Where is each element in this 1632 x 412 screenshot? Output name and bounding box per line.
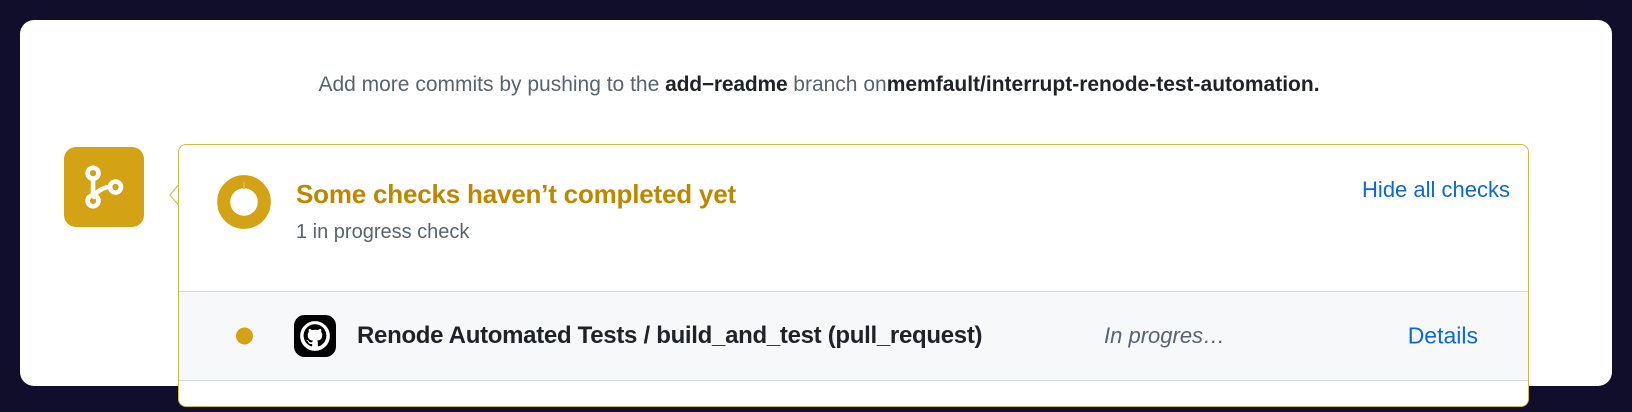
in-progress-ring-icon — [217, 175, 271, 229]
commit-notice-middle: branch on — [793, 73, 887, 96]
check-row[interactable]: Renode Automated Tests / build_and_test … — [179, 291, 1528, 381]
check-status-text: In progres… — [1104, 323, 1226, 348]
git-merge-icon — [85, 165, 124, 209]
branch-avatar — [64, 147, 144, 227]
commit-notice-prefix: Add more commits by pushing to the — [318, 73, 660, 96]
branch-name: add−readme — [665, 73, 788, 96]
status-dot-in-progress — [236, 327, 253, 345]
repository-name: memfault/interrupt-renode-test-automatio… — [886, 73, 1314, 96]
check-details-link[interactable]: Details — [1407, 322, 1478, 349]
check-name: Renode Automated Tests / build_and_test … — [357, 322, 983, 349]
next-check-row-partial — [179, 382, 1528, 406]
checks-header: Some checks haven’t completed yet 1 in p… — [179, 145, 1528, 291]
page-card: Add more commits by pushing to the add−r… — [20, 20, 1612, 407]
hide-all-checks-link[interactable]: Hide all checks — [1362, 177, 1510, 202]
commit-notice-suffix: . — [1313, 73, 1320, 96]
checks-status-box: Some checks haven’t completed yet 1 in p… — [178, 144, 1529, 407]
checks-status-subtitle: 1 in progress check — [296, 221, 470, 243]
checks-status-title: Some checks haven’t completed yet — [296, 179, 736, 209]
commit-notice: Add more commits by pushing to the add−r… — [159, 70, 1479, 100]
github-octocat-icon — [294, 315, 336, 357]
